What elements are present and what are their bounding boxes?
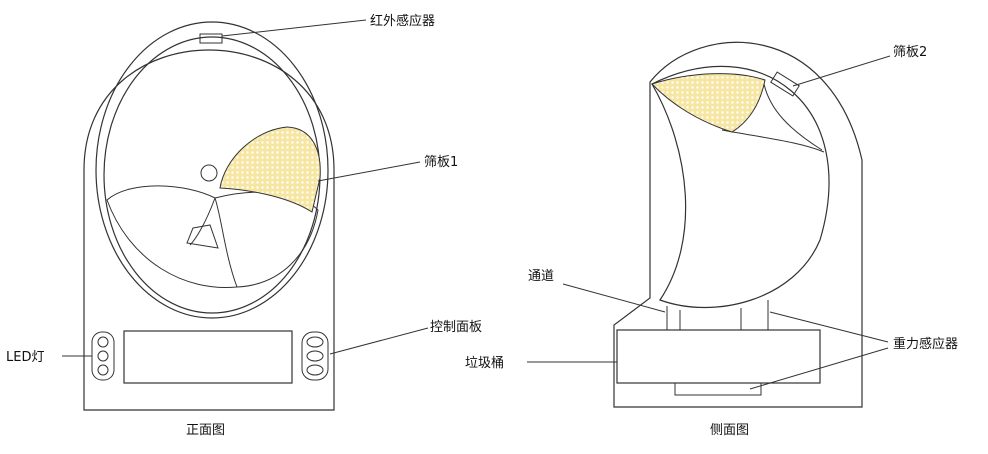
leader-channel <box>562 283 666 313</box>
label-control-panel: 控制面板 <box>430 320 482 335</box>
front-chamber-outer <box>95 21 329 319</box>
leader-gravity-sensor-1 <box>769 311 889 343</box>
led-light-1 <box>97 336 109 348</box>
front-opening <box>186 224 219 249</box>
leader-sieve-2 <box>792 55 891 87</box>
front-bowl <box>106 185 319 289</box>
label-side-view: 侧面图 <box>710 423 749 438</box>
leader-gravity-sensor-2 <box>749 347 889 390</box>
label-gravity-sensor: 重力感应器 <box>893 336 958 352</box>
control-button-3 <box>306 364 324 376</box>
label-sieve-1: 筛板1 <box>424 155 458 170</box>
control-button-2 <box>306 350 324 362</box>
led-light-2 <box>97 350 109 362</box>
leader-infrared-sensor <box>221 19 367 37</box>
trash-bin <box>616 329 821 384</box>
label-channel: 通道 <box>528 269 554 284</box>
side-chamber <box>651 65 830 309</box>
gravity-sensor-plate <box>674 382 762 396</box>
label-infrared-sensor: 红外感应器 <box>370 13 435 29</box>
front-housing <box>83 49 335 411</box>
sieve-plate-2 <box>651 73 766 133</box>
control-button-1 <box>306 336 324 348</box>
led-light-housing <box>91 331 115 381</box>
led-light-3 <box>97 364 109 376</box>
side-housing <box>613 41 863 408</box>
control-panel-display <box>123 330 293 384</box>
infrared-sensor <box>199 33 223 44</box>
control-button-housing <box>301 331 329 381</box>
label-led-light: LED灯 <box>6 350 44 365</box>
label-sieve-2: 筛板2 <box>893 45 927 60</box>
sieve-plate-1 <box>219 126 321 213</box>
front-view: 红外感应器 筛板1 控制面板 LED灯 正面图 <box>6 13 482 438</box>
leader-sieve-1 <box>317 161 421 182</box>
front-small-ring <box>200 164 218 182</box>
leader-control-panel <box>329 327 429 355</box>
label-front-view: 正面图 <box>186 423 225 438</box>
side-sensor <box>770 71 800 97</box>
side-view: 筛板2 通道 垃圾桶 重力感应器 侧面图 <box>465 41 958 438</box>
label-trash-bin: 垃圾桶 <box>465 356 504 371</box>
